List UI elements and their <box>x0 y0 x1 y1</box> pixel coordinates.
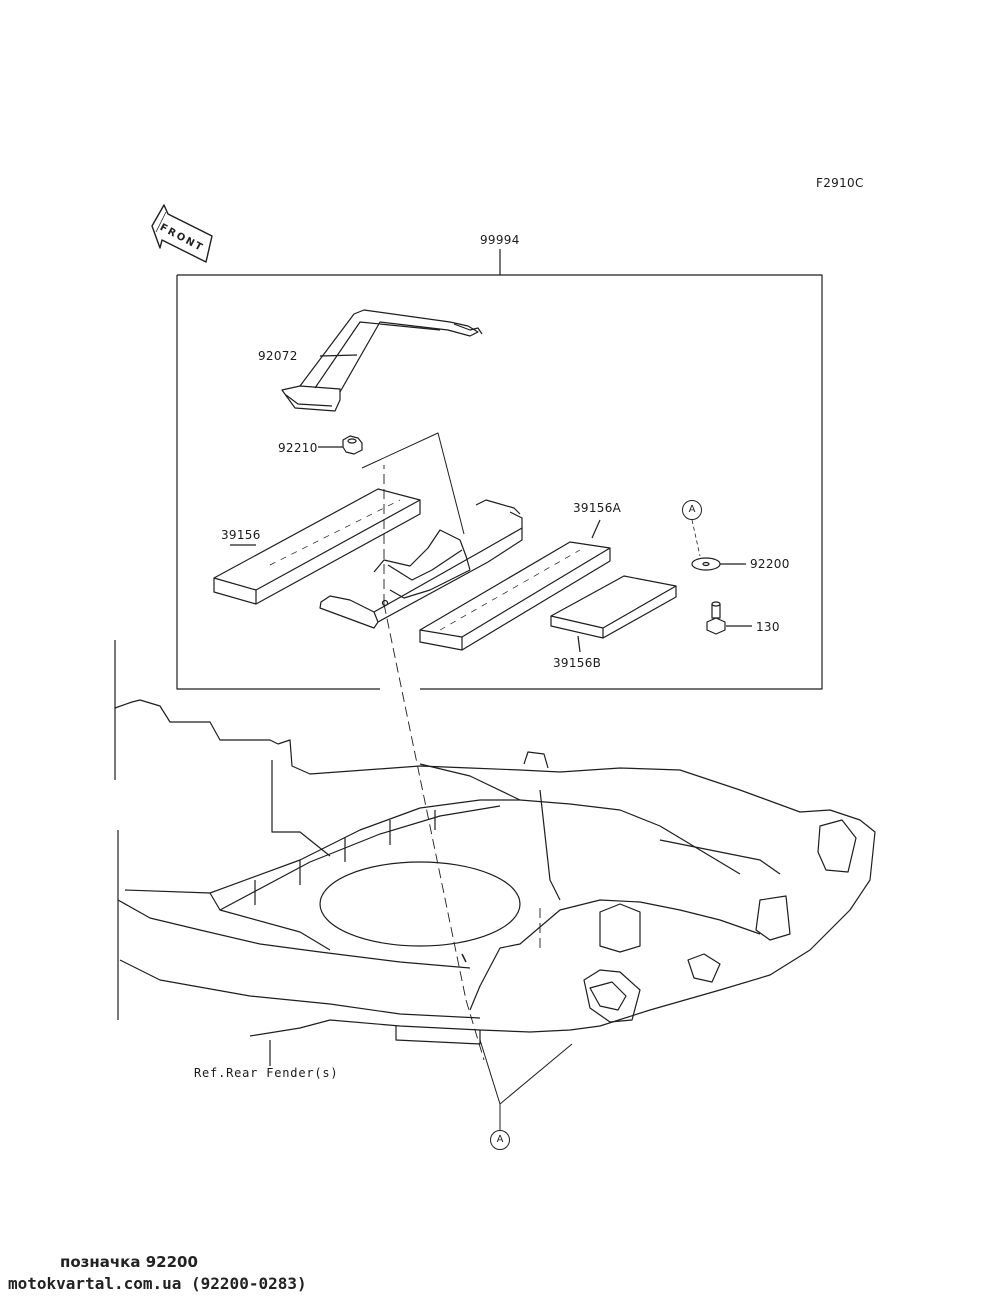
foam-39156a <box>419 519 611 651</box>
bolt-part <box>706 601 752 635</box>
connector-mark-a-top: A <box>682 500 702 520</box>
part-label-92210[interactable]: 92210 <box>278 441 318 455</box>
nut-part <box>318 435 363 455</box>
part-label-39156b[interactable]: 39156B <box>553 656 602 670</box>
footer-source: motokvartal.com.ua (92200-0283) <box>8 1274 307 1293</box>
part-label-92072[interactable]: 92072 <box>258 349 298 363</box>
part-label-130[interactable]: 130 <box>756 620 780 634</box>
kit-number-label: 99994 <box>480 233 520 247</box>
front-arrow-icon <box>151 204 213 263</box>
tray-bracket <box>319 499 523 629</box>
part-label-39156a[interactable]: 39156A <box>573 501 622 515</box>
foam-39156 <box>213 488 421 605</box>
strap-part <box>281 309 483 412</box>
washer-part <box>691 519 746 571</box>
rear-fender <box>114 640 876 1066</box>
foam-39156b <box>550 575 677 653</box>
ref-rear-fender-label: Ref.Rear Fender(s) <box>194 1066 339 1080</box>
footer-title: позначка 92200 <box>60 1253 198 1271</box>
kit-box <box>176 249 823 690</box>
diagram-code: F2910C <box>816 176 864 190</box>
leader-lines <box>383 465 541 1061</box>
connector-mark-a-bottom: A <box>490 1130 510 1150</box>
part-label-39156[interactable]: 39156 <box>221 528 261 542</box>
part-label-92200[interactable]: 92200 <box>750 557 790 571</box>
